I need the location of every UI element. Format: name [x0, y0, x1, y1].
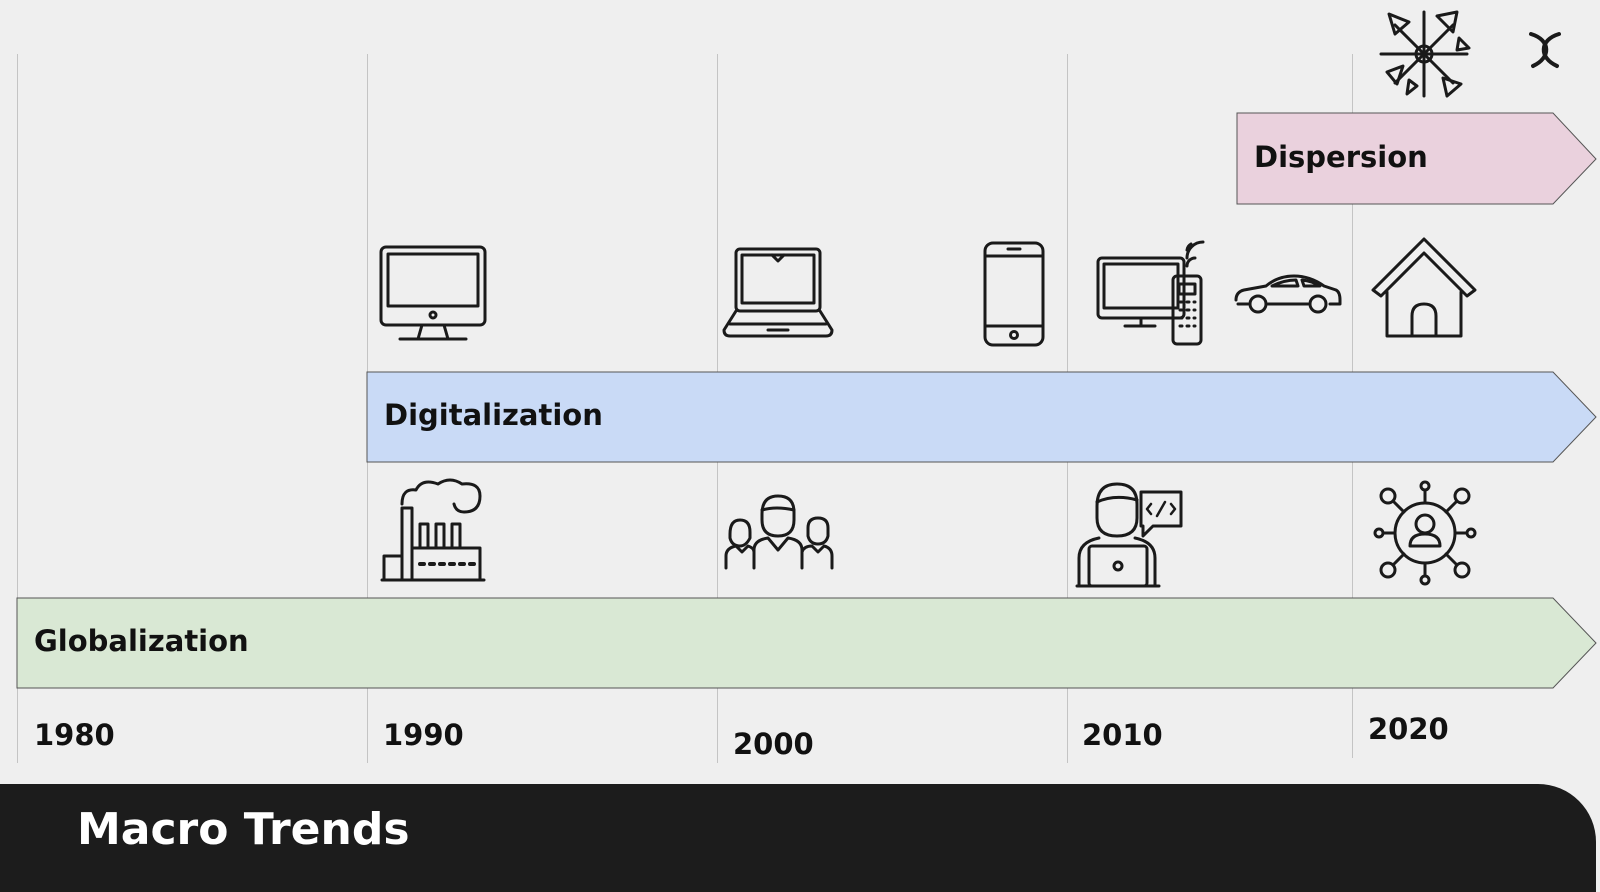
brand-logo-icon — [1525, 30, 1565, 70]
dispersion-arrow — [1236, 112, 1597, 205]
year-2000: 2000 — [733, 727, 814, 761]
factory-icon — [380, 478, 488, 586]
car-icon — [1232, 270, 1344, 318]
team-icon — [722, 494, 836, 570]
globalization-label: Globalization — [34, 624, 249, 658]
digitalization-label: Digitalization — [384, 398, 603, 432]
developer-icon — [1075, 482, 1183, 590]
year-1980: 1980 — [34, 718, 115, 752]
house-icon — [1370, 236, 1478, 340]
laptop-icon — [722, 246, 834, 342]
smartphone-icon — [982, 240, 1046, 348]
dispersion-label: Dispersion — [1254, 140, 1428, 174]
digitalization-arrow — [366, 371, 1597, 463]
year-1990: 1990 — [383, 718, 464, 752]
network-user-icon — [1372, 480, 1478, 586]
desktop-computer-icon — [378, 244, 488, 344]
gridline-1980 — [17, 54, 18, 763]
dispersion-burst-icon — [1375, 8, 1473, 100]
year-2010: 2010 — [1082, 718, 1163, 752]
year-2020: 2020 — [1368, 712, 1449, 746]
smart-tv-icon — [1095, 238, 1207, 348]
footer-title: Macro Trends — [77, 804, 410, 855]
footer-bar: Macro Trends — [0, 784, 1596, 892]
globalization-arrow — [16, 597, 1597, 689]
